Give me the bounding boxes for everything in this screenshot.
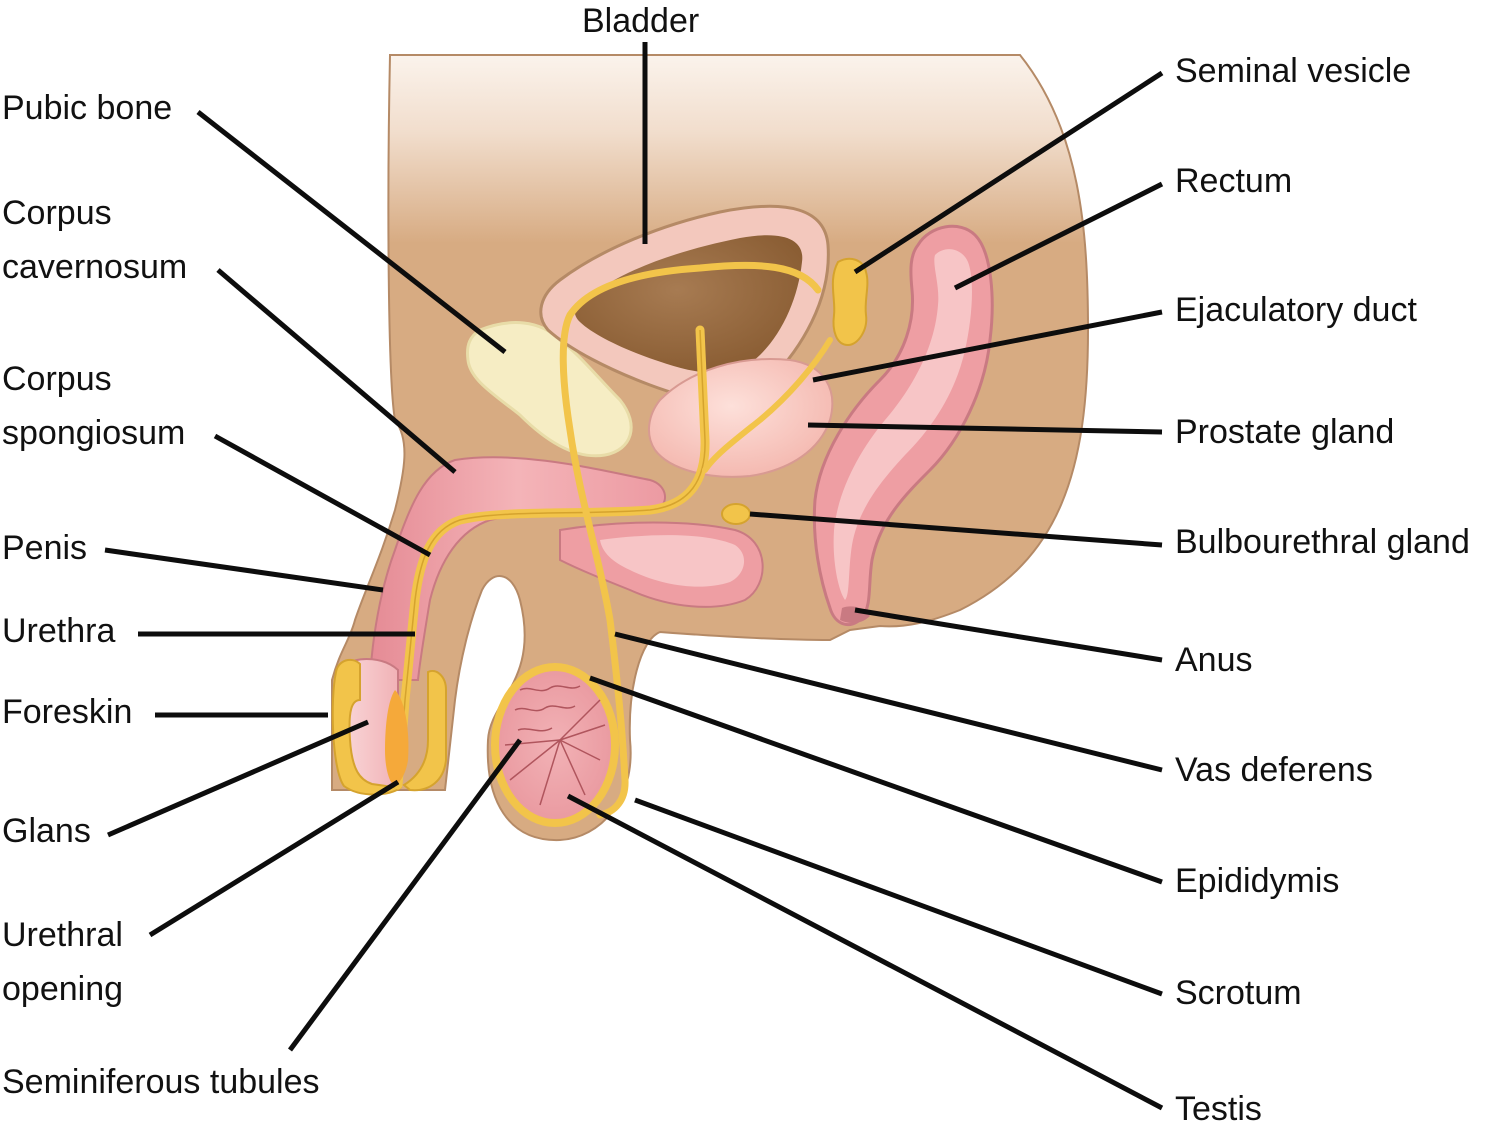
- label-epididymis-text: Epididymis: [1175, 862, 1340, 900]
- label-bulbourethral-gland-text: Bulbourethral gland: [1175, 523, 1470, 561]
- seminal-vesicle: [831, 257, 869, 347]
- label-urethral-opening-line1: Urethral: [2, 916, 123, 954]
- label-epididymis: Epididymis: [1175, 854, 1339, 908]
- label-foreskin: Foreskin: [2, 685, 132, 739]
- label-prostate-gland: Prostate gland: [1175, 405, 1394, 459]
- label-bulbourethral-gland: Bulbourethral gland: [1175, 515, 1470, 569]
- label-testis-text: Testis: [1175, 1090, 1262, 1128]
- label-urethra-text: Urethra: [2, 612, 116, 650]
- label-testis: Testis: [1175, 1082, 1262, 1136]
- label-seminiferous-tubules-text: Seminiferous tubules: [2, 1063, 320, 1101]
- label-rectum-text: Rectum: [1175, 162, 1293, 200]
- label-ejaculatory-duct-text: Ejaculatory duct: [1175, 291, 1417, 329]
- foreskin-right: [402, 670, 447, 792]
- label-scrotum: Scrotum: [1175, 966, 1302, 1020]
- testis: [491, 663, 619, 827]
- bladder-lumen: [574, 235, 803, 373]
- label-vas-deferens-text: Vas deferens: [1175, 751, 1373, 789]
- corpus-spongiosum-highlight: [600, 535, 745, 587]
- label-penis: Penis: [2, 521, 87, 575]
- leader-lines: [104, 42, 1164, 1111]
- label-scrotum-text: Scrotum: [1175, 974, 1302, 1012]
- label-penis-text: Penis: [2, 529, 88, 567]
- prostate-gland: [648, 358, 834, 478]
- label-seminal-vesicle: Seminal vesicle: [1175, 44, 1411, 98]
- label-seminal-vesicle-text: Seminal vesicle: [1175, 52, 1412, 90]
- label-foreskin-text: Foreskin: [2, 693, 133, 731]
- label-seminiferous-tubules: Seminiferous tubules: [2, 1055, 320, 1109]
- foreskin: [331, 658, 403, 796]
- label-corpus-spongiosum-line2: spongiosum: [2, 414, 186, 452]
- label-urethral-opening-line2: opening: [2, 970, 124, 1008]
- label-corpus-cavernosum: Corpus cavernosum: [2, 186, 187, 294]
- bulbourethral-gland: [721, 503, 751, 525]
- vas-deferens-duct: [559, 261, 822, 819]
- label-corpus-cavernosum-line2: cavernosum: [2, 248, 188, 286]
- label-bladder-text: Bladder: [582, 2, 700, 40]
- label-prostate-gland-text: Prostate gland: [1175, 413, 1395, 451]
- label-glans-text: Glans: [2, 812, 91, 850]
- label-corpus-spongiosum-line1: Corpus: [2, 360, 112, 398]
- label-anus-text: Anus: [1175, 641, 1253, 679]
- label-urethra: Urethra: [2, 604, 115, 658]
- urethral-chamber: [385, 690, 409, 785]
- label-pubic-bone: Pubic bone: [2, 81, 172, 135]
- label-corpus-spongiosum: Corpus spongiosum: [2, 352, 185, 460]
- label-ejaculatory-duct: Ejaculatory duct: [1175, 283, 1417, 337]
- label-anus: Anus: [1175, 633, 1253, 687]
- label-pubic-bone-text: Pubic bone: [2, 89, 173, 127]
- label-vas-deferens: Vas deferens: [1175, 743, 1373, 797]
- label-rectum: Rectum: [1175, 154, 1292, 208]
- label-bladder: Bladder: [582, 0, 699, 48]
- ejaculatory-duct-path: [702, 337, 833, 473]
- label-corpus-cavernosum-line1: Corpus: [2, 194, 112, 232]
- seminiferous-tubules: [504, 685, 606, 806]
- label-urethral-opening: Urethral opening: [2, 908, 123, 1016]
- label-glans: Glans: [2, 804, 91, 858]
